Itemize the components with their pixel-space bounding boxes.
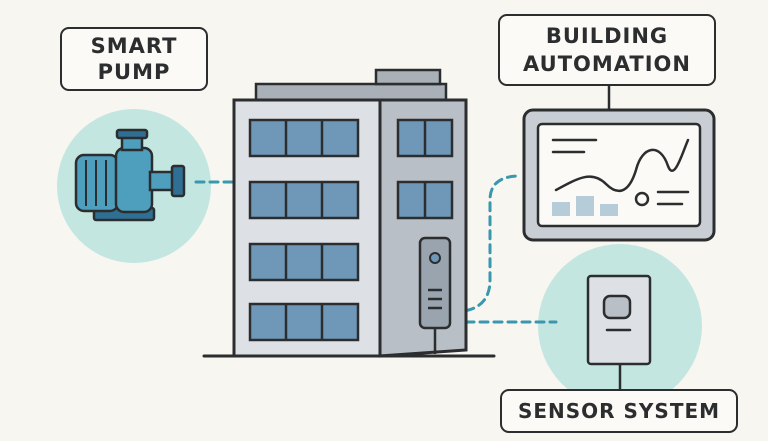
building-to-automation-link [450,174,522,314]
smart-pump-label: SMART PUMP [60,27,208,91]
control-panel-icon [418,236,452,354]
smart-pump-label-text: SMART PUMP [90,34,178,84]
building-icon [232,68,468,358]
monitor-icon [522,108,716,242]
sensor-device-icon [586,274,652,366]
front-window-dividers [284,120,324,340]
connection-lines [194,174,558,324]
front-windows [248,118,360,342]
building-automation-label-text: BUILDING AUTOMATION [523,24,691,76]
sensor-system-label-text: SENSOR SYSTEM [517,399,721,423]
pump-icon [74,128,186,222]
building-automation-label: BUILDING AUTOMATION [498,14,716,86]
sensor-system-label: SENSOR SYSTEM [500,389,738,433]
